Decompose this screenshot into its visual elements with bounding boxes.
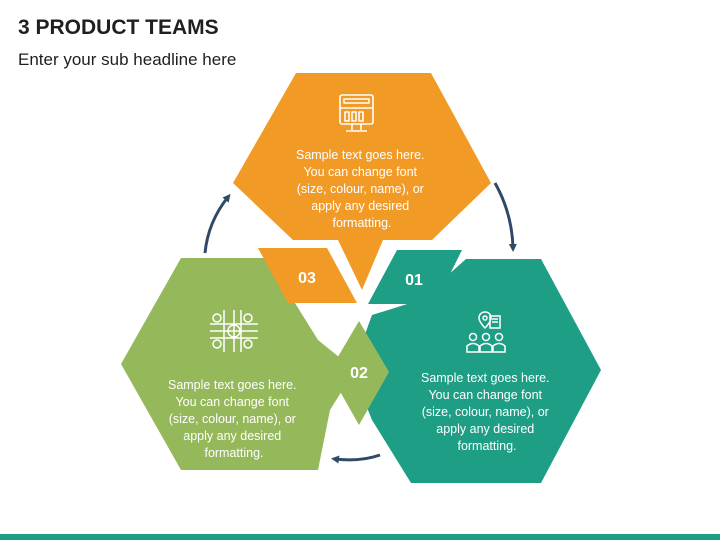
arrow-top-to-right xyxy=(493,182,517,252)
team-text-line: You can change font xyxy=(428,388,542,402)
team-text-line: apply any desired xyxy=(311,199,409,213)
arrow-right-to-left xyxy=(331,453,381,464)
team-text-line: Sample text goes here. xyxy=(296,148,425,162)
bottom-accent-bar xyxy=(0,534,720,540)
team-text-line: apply any desired xyxy=(183,429,281,443)
team-text-line: (size, colour, name), or xyxy=(169,412,296,426)
connector-02 xyxy=(329,321,389,425)
team-text-01: Sample text goes here. You can change fo… xyxy=(421,371,553,453)
hexagon-top xyxy=(233,73,491,290)
team-text-line: formatting. xyxy=(457,439,516,453)
team-text-line: (size, colour, name), or xyxy=(422,405,549,419)
arrow-left-to-top xyxy=(203,193,231,254)
team-text-line: You can change font xyxy=(175,395,289,409)
connector-03 xyxy=(258,248,357,303)
team-text-line: You can change font xyxy=(303,165,417,179)
hexagon-right xyxy=(352,259,601,483)
team-number-01: 01 xyxy=(405,272,423,289)
page-title: 3 PRODUCT TEAMS xyxy=(18,16,219,39)
team-text-02: Sample text goes here. You can change fo… xyxy=(168,378,300,460)
team-number-02: 02 xyxy=(350,365,368,382)
team-text-line: formatting. xyxy=(204,446,263,460)
team-number-03: 03 xyxy=(298,270,316,287)
team-text-line: apply any desired xyxy=(436,422,534,436)
hexagon-left xyxy=(121,258,355,470)
team-text-line: Sample text goes here. xyxy=(168,378,297,392)
team-text-line: (size, colour, name), or xyxy=(297,182,424,196)
team-text-line: Sample text goes here. xyxy=(421,371,550,385)
team-text-line: formatting. xyxy=(332,216,391,230)
team-text-03: Sample text goes here. You can change fo… xyxy=(296,148,428,230)
page-subtitle: Enter your sub headline here xyxy=(18,50,237,69)
connector-01 xyxy=(368,250,462,304)
network-people-icon xyxy=(210,310,258,352)
team-location-icon xyxy=(466,311,506,353)
storefront-icon xyxy=(339,94,374,132)
